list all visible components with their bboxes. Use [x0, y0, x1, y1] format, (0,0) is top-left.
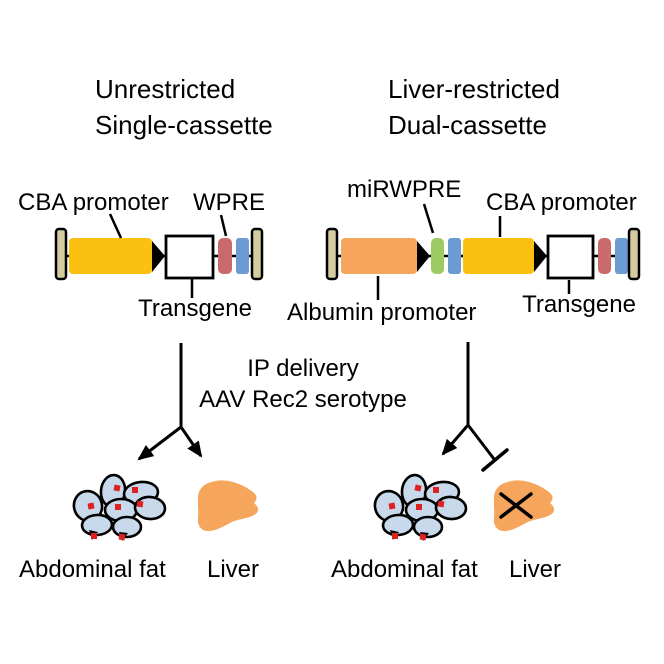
wpre-box: [218, 238, 232, 274]
dual-cassette-construct: [325, 203, 641, 300]
single-cassette-construct: [54, 213, 264, 298]
fat-cells-icon: [69, 472, 168, 543]
label-albumin-promoter: Albumin promoter: [287, 299, 477, 326]
fat-cells-icon: [370, 472, 469, 543]
pointer-line-cba: [108, 213, 123, 239]
mirwpre-box: [431, 238, 444, 274]
transgene-box: [164, 234, 215, 280]
x-mark-icon: [499, 492, 533, 519]
label-cba-promoter-right: CBA promoter: [486, 189, 637, 216]
cba-promoter-box: [463, 238, 534, 274]
transcription-arrow-icon: [534, 241, 547, 272]
panel-title-left: Unrestricted Single-cassette: [95, 71, 273, 143]
label-liver-left: Liver: [207, 556, 260, 583]
label-transgene-left: Transgene: [138, 295, 252, 322]
pointer-line-wpre: [219, 214, 228, 237]
panel-title-right-line2: Dual-cassette: [388, 110, 547, 140]
label-wpre: WPRE: [193, 189, 265, 216]
transgene-box: [546, 234, 595, 280]
delivery-text-line1: IP delivery: [247, 355, 359, 382]
wpre-box: [598, 238, 611, 274]
itr-icon: [250, 227, 264, 281]
blue-element-box: [615, 238, 628, 274]
delivery-text-line2: AAV Rec2 serotype: [199, 386, 407, 413]
albumin-promoter-box: [341, 238, 417, 274]
label-mirwpre: miRWPRE: [347, 176, 462, 203]
branch-line-liver: [466, 424, 496, 460]
delivery-text: IP delivery AAV Rec2 serotype: [183, 353, 423, 415]
panel-title-left-line1: Unrestricted: [95, 74, 236, 104]
blue-element-box: [448, 238, 461, 274]
label-abdominal-fat-left: Abdominal fat: [19, 556, 166, 583]
itr-icon: [54, 227, 68, 281]
inhibition-tbar-icon: [481, 448, 509, 472]
delivery-arrow-right: [441, 342, 509, 472]
label-transgene-right: Transgene: [522, 291, 636, 318]
branch-arrow-liver-icon: [179, 426, 203, 458]
transcription-arrow-icon: [152, 241, 165, 272]
liver-icon: [197, 480, 259, 532]
itr-icon: [627, 227, 641, 281]
liver-icon: [493, 480, 555, 532]
cba-promoter-box: [69, 238, 152, 274]
label-cba-promoter-left: CBA promoter: [18, 189, 169, 216]
label-abdominal-fat-right: Abdominal fat: [331, 556, 478, 583]
itr-icon: [325, 227, 339, 281]
pointer-line-mirwpre: [422, 203, 435, 234]
panel-title-right: Liver-restricted Dual-cassette: [388, 71, 560, 143]
panel-title-left-line2: Single-cassette: [95, 110, 273, 140]
branch-arrow-fat-icon: [441, 424, 470, 456]
blue-element-box: [236, 238, 249, 274]
panel-title-right-line1: Liver-restricted: [388, 74, 560, 104]
transcription-arrow-icon: [417, 241, 430, 272]
delivery-arrow-left: [137, 343, 203, 461]
label-liver-right: Liver: [509, 556, 562, 583]
branch-arrow-fat-icon: [137, 425, 182, 461]
